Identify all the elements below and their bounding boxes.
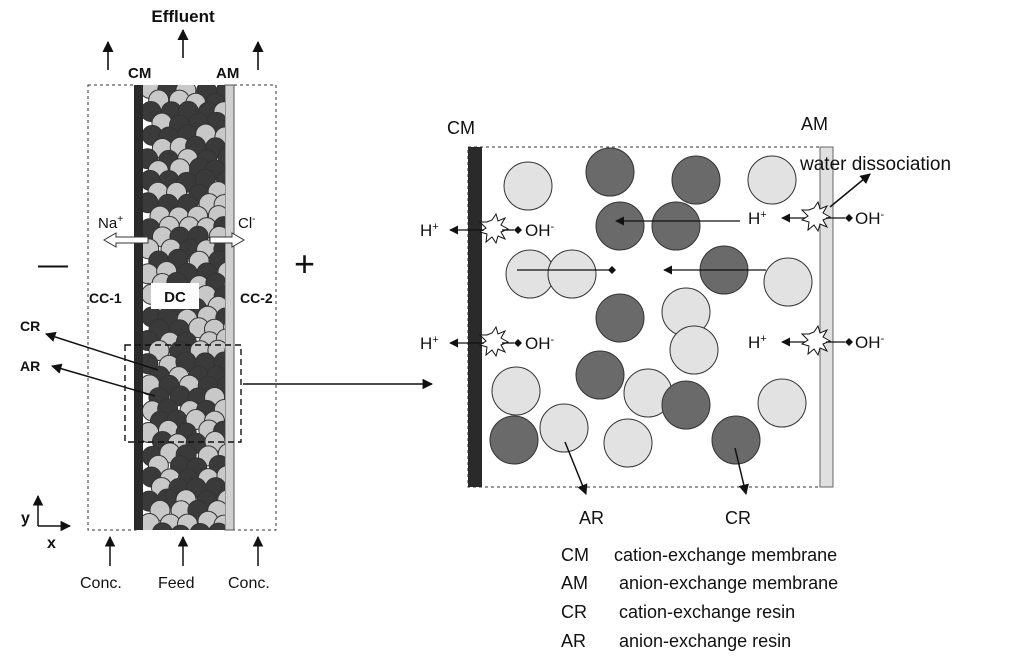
svg-text:OH-: OH- [855, 333, 885, 352]
right-cm-label: CM [447, 118, 475, 138]
anion-resin-bead [176, 513, 198, 530]
dc-label-box [151, 283, 199, 309]
dc-label: DC [164, 289, 186, 306]
svg-text:H+: H+ [748, 209, 767, 228]
left-ar-pointer [50, 363, 156, 397]
svg-text:H+: H+ [420, 221, 439, 240]
zoomed-view: CM AM water dissociation H+ OH- H+ [420, 114, 951, 528]
effluent-label: Effluent [151, 7, 215, 26]
concentrate-compartment-2 [233, 84, 277, 531]
left-cation-membrane [134, 85, 143, 530]
axis-y-label: y [21, 510, 30, 527]
dissociation-site-cm-upper: H+ OH- [420, 212, 555, 245]
conc-right-label: Conc. [228, 575, 270, 592]
right-ar-pointer [564, 441, 588, 495]
dissociation-site-am-lower: H+ OH- [748, 324, 885, 357]
cation-resin-bead [585, 147, 635, 197]
burst-icon [478, 212, 510, 245]
cc2-label: CC-2 [240, 290, 273, 306]
svg-text:OH-: OH- [525, 334, 555, 353]
cathode-minus: — [38, 248, 68, 281]
cation-resin-bead [171, 524, 190, 530]
legend-desc-cm: cation-exchange membrane [614, 545, 837, 565]
anode-plus: + [294, 243, 315, 284]
burst-icon [800, 324, 832, 357]
cation-resin-bead [671, 155, 721, 205]
feed-label: Feed [158, 575, 194, 592]
left-cr-pointer [45, 331, 159, 371]
legend: CM cation-exchange membrane AM anion-exc… [561, 545, 838, 651]
left-ar-label: AR [20, 358, 40, 374]
cl-label: Cl- [238, 214, 256, 232]
anion-resin-bead [547, 249, 597, 299]
cation-resin-bead [190, 522, 211, 530]
right-cation-membrane [468, 147, 482, 487]
axes-indicator [32, 494, 72, 532]
left-stack: Effluent CM AM Na+ Cl- — + CC-1 DC CC-2 … [20, 7, 434, 592]
legend-desc-ar: anion-exchange resin [619, 631, 791, 651]
dissociation-site-cm-lower: H+ OH- [420, 325, 555, 358]
zoomed-resins [489, 147, 813, 468]
water-dissociation-arrow [829, 173, 871, 208]
left-cm-label: CM [128, 65, 151, 82]
anion-resin-bead [747, 155, 797, 205]
cation-resin-bead [661, 380, 711, 430]
anion-resin-bead [757, 378, 807, 428]
zoom-region [124, 344, 242, 443]
na-arrow [103, 232, 149, 248]
cation-resin-bead [575, 350, 625, 400]
cation-resin-bead [711, 415, 761, 465]
cation-resin-bead [595, 293, 645, 343]
legend-abbr-cr: CR [561, 602, 587, 622]
cc1-label: CC-1 [89, 290, 122, 306]
right-cr-pointer [734, 447, 749, 496]
right-ar-label: AR [579, 508, 604, 528]
left-anion-membrane [224, 84, 235, 531]
burst-icon [800, 200, 832, 233]
cation-resin-bead [651, 201, 701, 251]
svg-text:H+: H+ [420, 334, 439, 353]
right-cr-label: CR [725, 508, 751, 528]
cation-resin-bead [208, 522, 225, 530]
legend-abbr-cm: CM [561, 545, 589, 565]
left-am-label: AM [216, 65, 239, 82]
conc-left-label: Conc. [80, 575, 122, 592]
axis-x-label: x [47, 535, 56, 552]
legend-abbr-ar: AR [561, 631, 586, 651]
cation-resin-bead [595, 201, 645, 251]
resin-bed [143, 85, 225, 530]
inner-diamond [608, 266, 616, 274]
anion-resin-bead [491, 366, 541, 416]
anion-resin-bead [505, 249, 555, 299]
right-am-label: AM [801, 114, 828, 134]
anion-resin-bead [539, 403, 589, 453]
cl-arrow [209, 232, 245, 248]
concentrate-compartment-1 [87, 84, 137, 531]
svg-text:H+: H+ [748, 333, 767, 352]
anion-resin-bead [603, 418, 653, 468]
svg-text:OH-: OH- [855, 209, 885, 228]
burst-icon [478, 325, 510, 358]
anion-resin-bead [763, 257, 813, 307]
legend-abbr-am: AM [561, 573, 588, 593]
cation-resin-bead [216, 85, 225, 101]
left-cr-label: CR [20, 318, 40, 334]
legend-desc-am: anion-exchange membrane [619, 573, 838, 593]
svg-text:OH-: OH- [525, 221, 555, 240]
cation-resin-bead [224, 254, 225, 264]
water-dissociation-label: water dissociation [799, 154, 951, 175]
na-label: Na+ [98, 214, 123, 232]
cation-resin-bead [152, 522, 173, 530]
dissociation-site-am-upper: H+ OH- [748, 200, 885, 233]
legend-desc-cr: cation-exchange resin [619, 602, 795, 622]
anion-resin-bead [503, 161, 553, 211]
cation-resin-bead [489, 415, 539, 465]
right-anion-membrane [819, 146, 834, 488]
anion-resin-bead [669, 325, 719, 375]
